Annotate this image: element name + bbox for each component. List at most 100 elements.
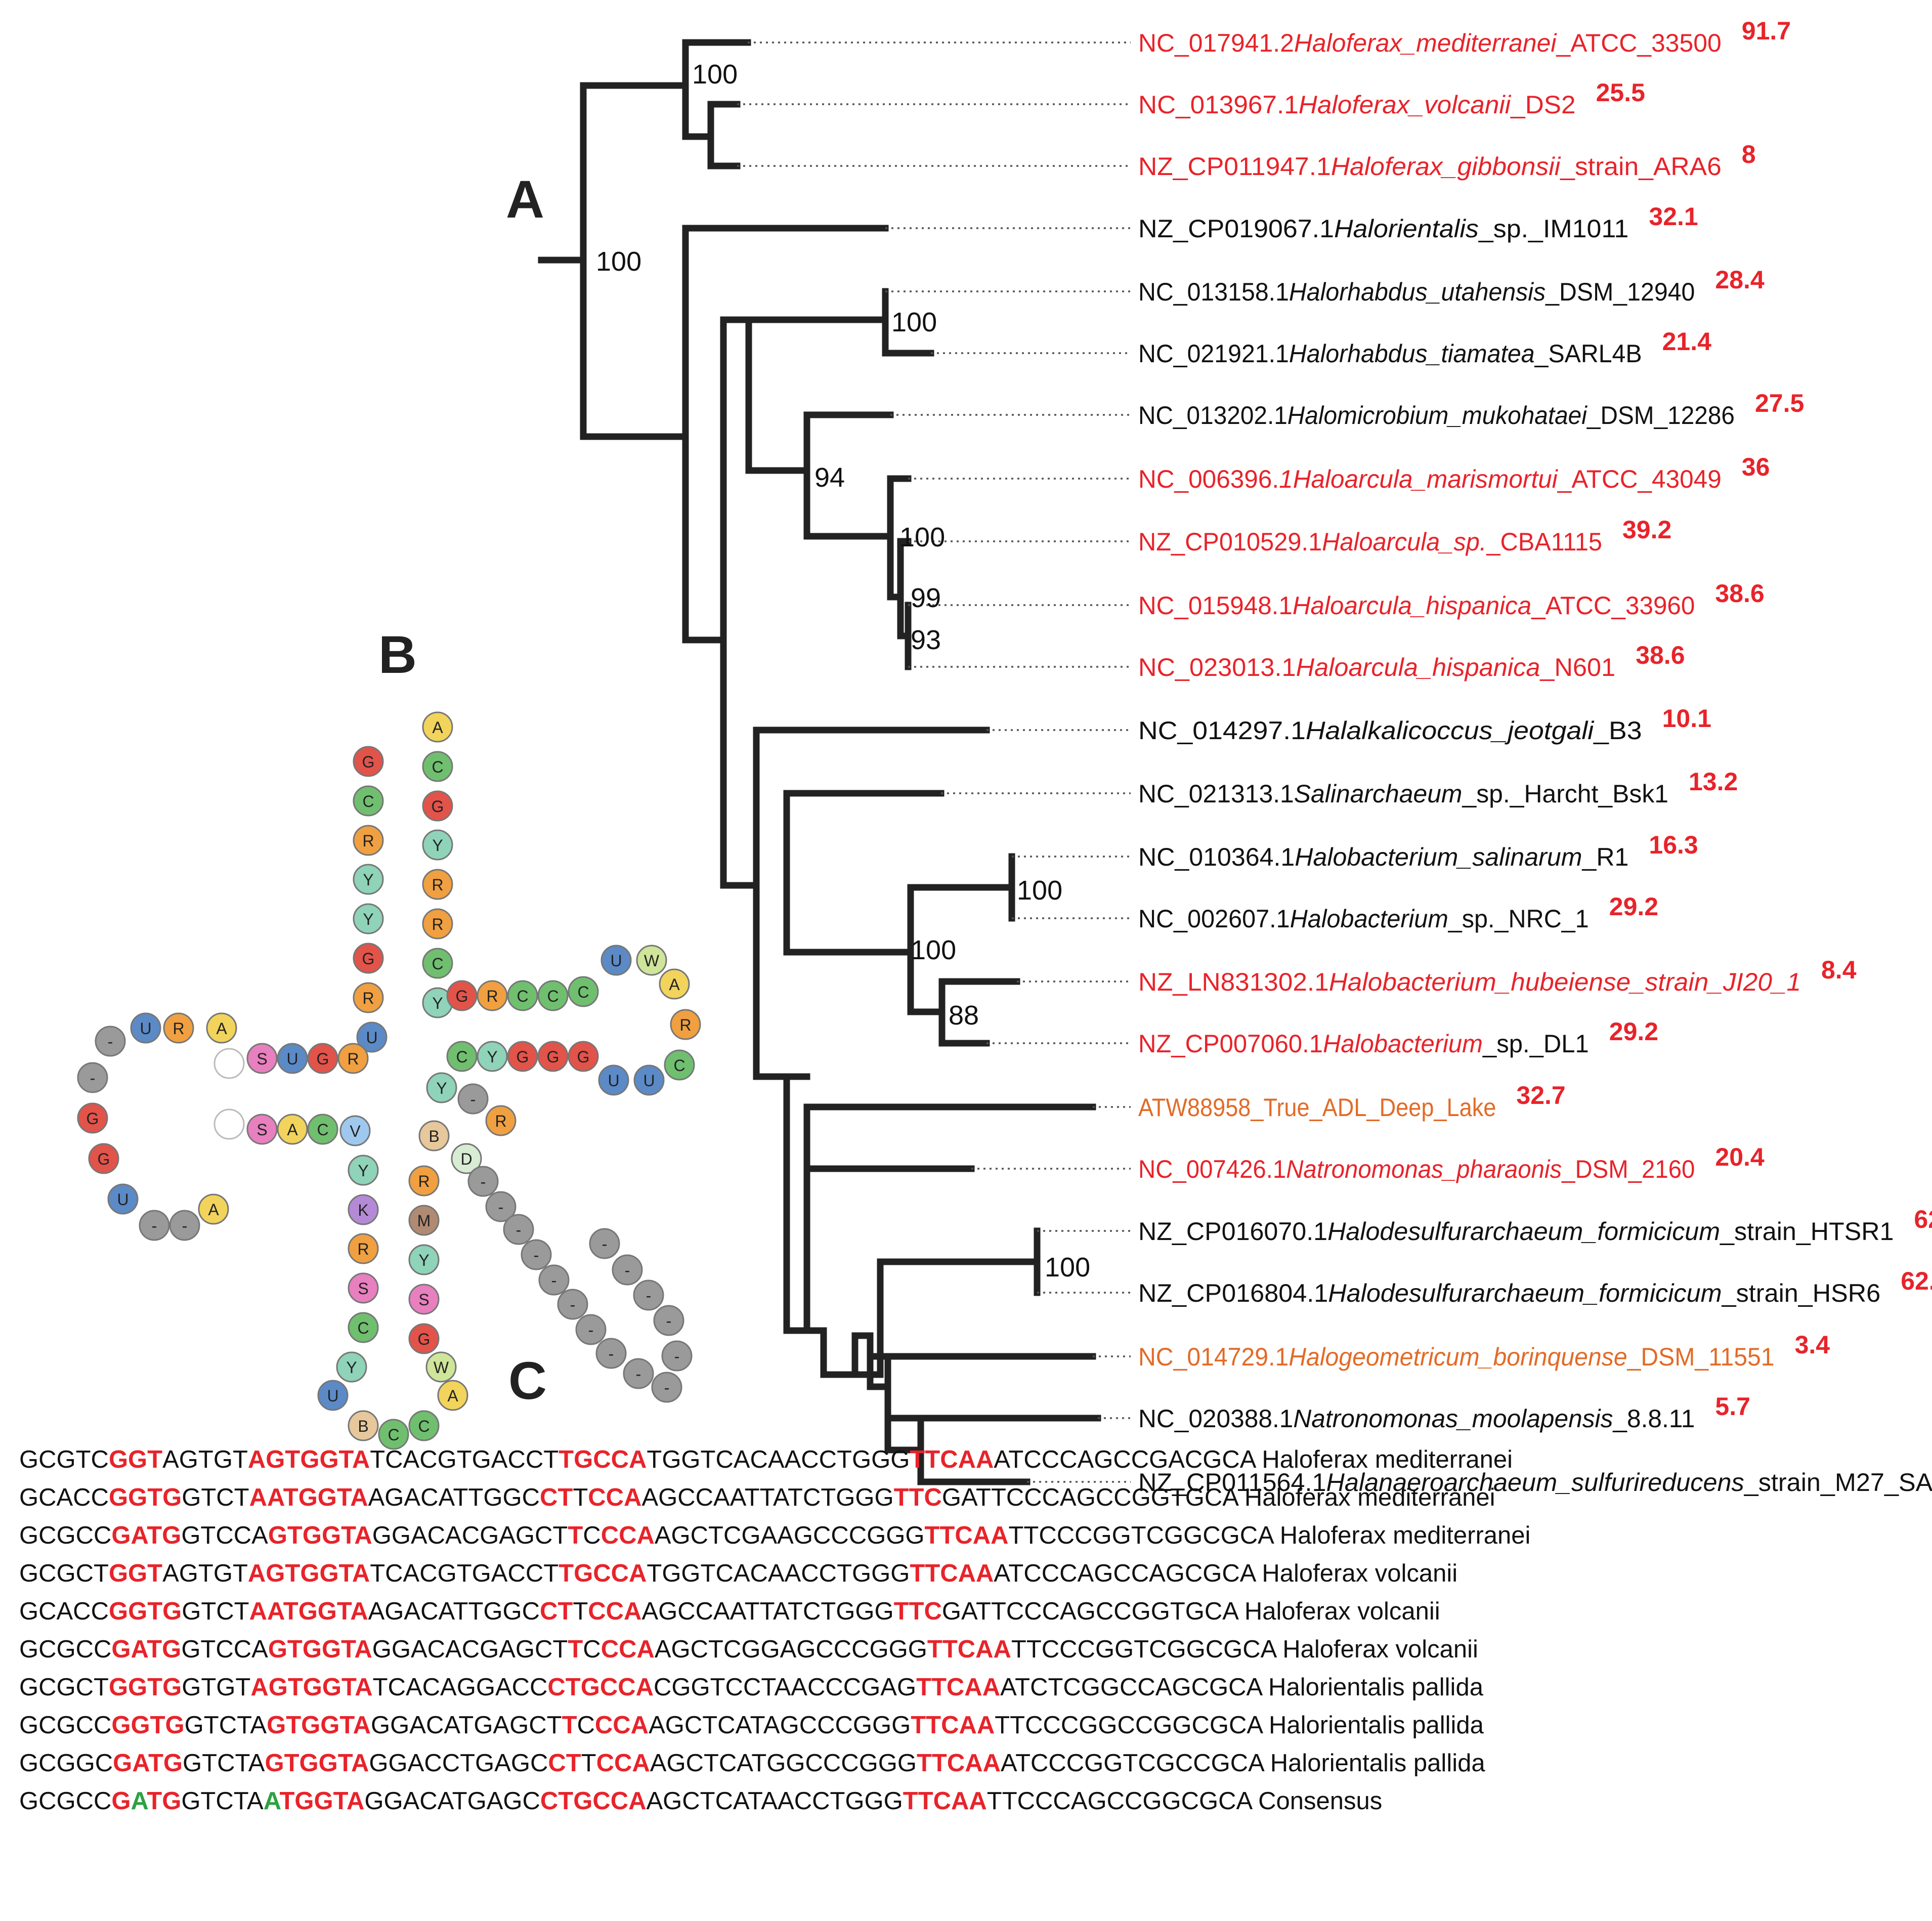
taxon-value: 62.4: [1901, 1267, 1932, 1295]
trna-nucleotide-letter: S: [358, 1279, 368, 1298]
sequence-segment: ATCCCAGCCAGCGCA: [994, 1560, 1255, 1587]
alignment-species: Halorientalis pallida: [1263, 1749, 1485, 1777]
alignment-species: Haloferax volcanii: [1275, 1636, 1478, 1663]
taxon-suffix: _ATCC_43049: [1557, 465, 1722, 493]
taxon-suffix: _strain_M27_SA2: [1744, 1468, 1932, 1497]
trna-nucleotide: -: [623, 1358, 654, 1389]
trna-nucleotide: G: [408, 1323, 440, 1354]
taxon-label: NZ_CP016804.1Halodesulfurarchaeum_formic…: [1138, 1279, 1880, 1307]
sequence-segment: GTCCA: [181, 1636, 268, 1663]
trna-nucleotide-letter: -: [588, 1321, 594, 1339]
trna-nucleotide-letter: A: [287, 1121, 298, 1139]
trna-nucleotide: A: [437, 1380, 468, 1411]
trna-empty-position: [213, 1108, 245, 1140]
sequence-segment: T: [562, 1712, 577, 1739]
trna-nucleotide: -: [633, 1279, 664, 1311]
trna-nucleotide: C: [507, 980, 538, 1011]
trna-nucleotide: -: [457, 1083, 489, 1115]
sequence-segment: GGACATGAGCT: [371, 1712, 562, 1739]
trna-nucleotide-letter: U: [286, 1050, 298, 1068]
taxon-value: 36: [1742, 453, 1770, 481]
sequence-segment: GGTG: [108, 1598, 182, 1625]
bootstrap-value: 100: [596, 246, 641, 277]
taxon-label: NC_010364.1Halobacterium_salinarum_R1: [1138, 843, 1628, 871]
trna-nucleotide-letter: A: [447, 1387, 458, 1405]
trna-nucleotide-letter: Y: [436, 1079, 447, 1097]
sequence-segment: GTGGTA: [268, 1522, 372, 1549]
sequence-segment: GCGTC: [19, 1446, 109, 1473]
trna-nucleotide: Y: [426, 1072, 457, 1103]
sequence-segment: T: [581, 1749, 596, 1777]
taxon-label: NC_007426.1Natronomonas_pharaonis_DSM_21…: [1138, 1155, 1695, 1183]
trna-nucleotide: W: [425, 1351, 457, 1383]
trna-nucleotide: S: [246, 1114, 278, 1145]
taxon-value: 5.7: [1715, 1392, 1750, 1421]
taxon-accession: NC_023013.1: [1138, 653, 1296, 681]
trna-nucleotide-letter: S: [256, 1050, 267, 1068]
trna-nucleotide-letter: -: [90, 1069, 96, 1087]
trna-nucleotide-letter: -: [609, 1345, 614, 1363]
sequence-segment: AGCCAATTATCTGGG: [641, 1484, 894, 1511]
trna-nucleotide: -: [169, 1210, 200, 1241]
trna-nucleotide: -: [538, 1264, 570, 1296]
trna-nucleotide-letter: Y: [418, 1251, 429, 1269]
alignment-row: GCGCCGGTGGTCTAGTGGTAGGACATGAGCTTCCCAAGCT…: [19, 1706, 1530, 1744]
trna-nucleotide-letter: C: [517, 987, 528, 1005]
trna-nucleotide: R: [163, 1012, 194, 1044]
taxon-accession: NZ_CP010529.1: [1138, 528, 1322, 556]
sequence-segment: AGCTCGGAGCCCGGG: [654, 1636, 927, 1663]
trna-nucleotide-letter: C: [357, 1319, 369, 1337]
sequence-segment: CCA: [600, 1636, 655, 1663]
sequence-segment: C: [583, 1522, 601, 1549]
sequence-segment: TTCCCAGCCGGTGCA: [976, 1598, 1238, 1625]
taxon-suffix: _DSM_12940: [1545, 278, 1695, 306]
taxon-value: 21.4: [1662, 327, 1712, 356]
trna-nucleotide-letter: S: [256, 1121, 267, 1139]
taxon-suffix: _sp._Harcht_Bsk1: [1462, 780, 1668, 808]
taxon-accession: NZ_CP016804.1: [1138, 1279, 1328, 1307]
trna-nucleotide-letter: Y: [363, 871, 373, 889]
taxon-suffix: _strain_HTSR1: [1720, 1217, 1894, 1246]
taxon-suffix: _DS2: [1510, 91, 1575, 119]
trna-nucleotide: C: [422, 751, 453, 782]
sequence-segment: GGACACGAGCT: [372, 1522, 568, 1549]
sequence-segment: GTGT: [182, 1674, 251, 1701]
trna-nucleotide: Y: [477, 1041, 508, 1072]
alignment-species: Haloferax volcanii: [1237, 1598, 1440, 1625]
tree-branches: [538, 39, 1101, 1485]
trna-nucleotide: C: [568, 976, 599, 1007]
tree-leader-lines: [737, 41, 1131, 1483]
taxon-label: NZ_CP010529.1Haloarcula_sp._CBA1115: [1138, 528, 1602, 556]
sequence-segment: GGT: [108, 1560, 163, 1587]
sequence-segment: TTCAA: [924, 1522, 1009, 1549]
trna-nucleotide: Y: [408, 1244, 440, 1275]
trna-nucleotide: C: [378, 1419, 409, 1450]
trna-nucleotide: B: [418, 1120, 450, 1151]
sequence-segment: GATG: [111, 1522, 182, 1549]
trna-nucleotide-letter: -: [516, 1221, 522, 1239]
taxon-suffix: _sp._IM1011: [1478, 215, 1629, 243]
alignment-row: GCACCGGTGGTCTAATGGTAAGACATTGGCCTTCCAAGCC…: [19, 1479, 1530, 1517]
trna-nucleotide-letter: G: [87, 1109, 99, 1128]
trna-nucleotide-letter: -: [481, 1173, 486, 1191]
trna-nucleotide-letter: -: [534, 1246, 539, 1264]
taxon-label: NC_017941.2Haloferax_mediterranei_ATCC_3…: [1138, 29, 1722, 57]
sequence-segment: TCACAGGACC: [372, 1674, 548, 1701]
sequence-segment: AGTGT: [162, 1446, 248, 1473]
trna-nucleotide-letter: Y: [432, 994, 443, 1012]
taxon-value: 62.4: [1914, 1205, 1932, 1233]
panel-label-a: A: [506, 170, 544, 229]
trna-nucleotide: -: [575, 1314, 607, 1345]
sequence-segment: G: [111, 1787, 131, 1815]
taxon-label: ATW88958_True_ADL_Deep_Lake: [1138, 1093, 1496, 1122]
taxon-value: 38.6: [1636, 641, 1685, 669]
sequence-segment: TTCAA: [911, 1712, 995, 1739]
trna-nucleotide: -: [589, 1228, 620, 1259]
trna-nucleotide-letter: G: [577, 1048, 590, 1066]
trna-nucleotide: B: [348, 1410, 379, 1441]
sequence-segment: CCA: [588, 1598, 642, 1625]
trna-nucleotide: U: [600, 945, 632, 976]
sequence-segment: TGGTCACAACCTGGG: [647, 1560, 910, 1587]
trna-nucleotide-letter: R: [495, 1112, 506, 1130]
